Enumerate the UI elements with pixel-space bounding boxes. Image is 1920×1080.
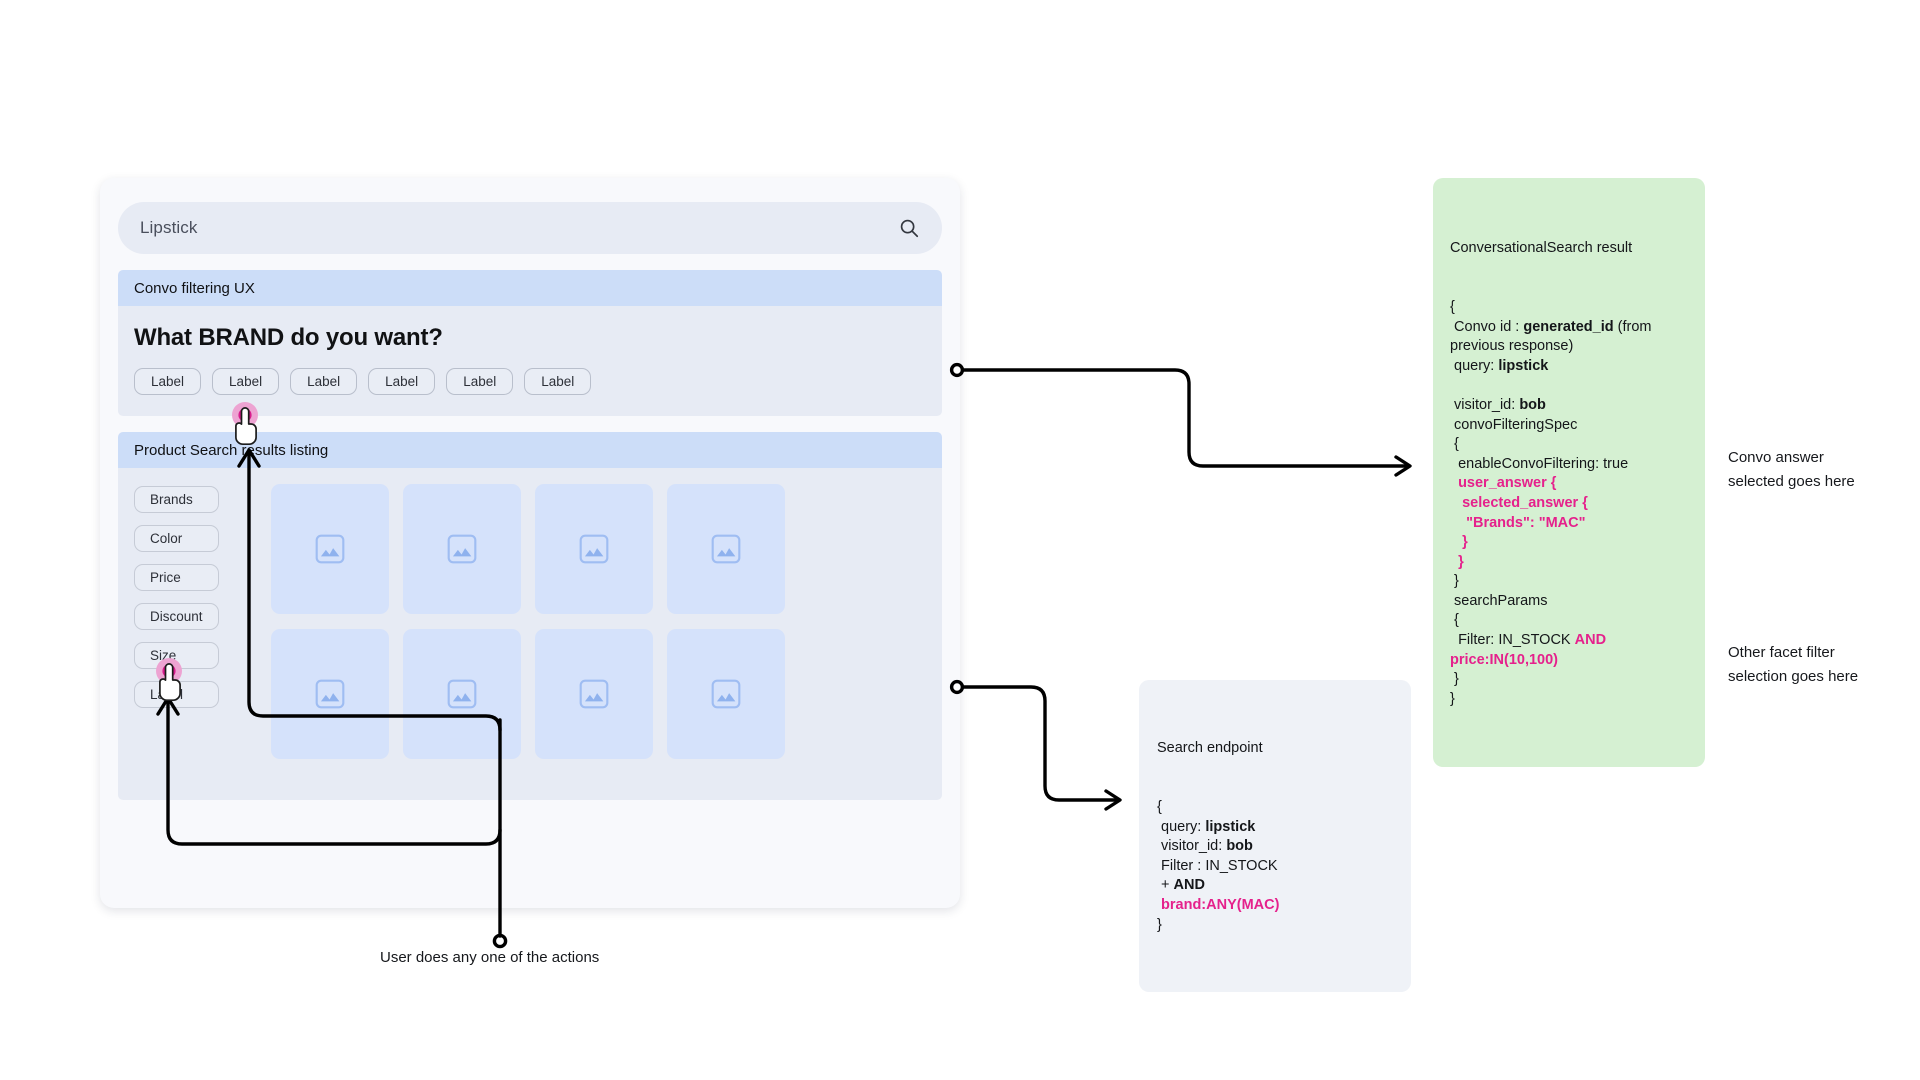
code-line: } xyxy=(1450,671,1459,688)
code-line: { xyxy=(1450,298,1455,315)
facet-size[interactable]: Size xyxy=(134,642,219,669)
product-card[interactable] xyxy=(667,484,785,614)
image-placeholder-icon xyxy=(445,532,479,566)
note-convo-answer: Convo answer selected goes here xyxy=(1728,449,1855,490)
brand-chip[interactable]: Label xyxy=(524,368,592,395)
brand-chip[interactable]: Label xyxy=(212,368,280,395)
code-line: searchParams xyxy=(1450,592,1548,609)
cursor-pointer-price-facet xyxy=(152,658,196,714)
image-placeholder-icon xyxy=(577,532,611,566)
caption-user-actions: User does any one of the actions xyxy=(380,949,600,966)
image-placeholder-icon xyxy=(313,532,347,566)
image-placeholder-icon xyxy=(445,677,479,711)
product-results-panel: Product Search results listing Brands Co… xyxy=(118,432,942,800)
code-line: Convo id : generated_id (from previous r… xyxy=(1450,318,1656,355)
code-line: brand:ANY(MAC) xyxy=(1157,896,1280,913)
image-placeholder-icon xyxy=(709,532,743,566)
search-endpoint-title: Search endpoint xyxy=(1157,740,1263,757)
code-line: selected_answer { xyxy=(1450,494,1588,511)
code-line: Filter: IN_STOCK AND price:IN(10,100) xyxy=(1450,632,1611,668)
code-line: } xyxy=(1450,573,1459,590)
search-bar[interactable]: Lipstick xyxy=(118,202,942,254)
code-line: { xyxy=(1450,436,1459,453)
code-line: } xyxy=(1157,916,1162,933)
code-line: { xyxy=(1157,798,1162,815)
product-card[interactable] xyxy=(271,629,389,759)
arrowhead-product-to-endpoint xyxy=(1104,789,1122,811)
code-line: convoFilteringSpec xyxy=(1450,416,1578,433)
product-panel-body: Brands Color Price Discount Size Label xyxy=(118,468,942,800)
product-grid xyxy=(271,484,785,759)
code-line: "Brands": "MAC" xyxy=(1450,514,1586,531)
product-card[interactable] xyxy=(535,484,653,614)
cursor-pointer-brand-chip xyxy=(228,402,272,458)
image-placeholder-icon xyxy=(709,677,743,711)
arrowhead-convo-to-result xyxy=(1394,455,1412,477)
product-card[interactable] xyxy=(403,484,521,614)
code-line: query: lipstick xyxy=(1157,818,1256,835)
code-line: visitor_id: bob xyxy=(1450,396,1546,413)
product-card[interactable] xyxy=(535,629,653,759)
image-placeholder-icon xyxy=(313,677,347,711)
search-icon[interactable] xyxy=(898,217,920,239)
brand-chip[interactable]: Label xyxy=(290,368,358,395)
code-line: visitor_id: bob xyxy=(1157,838,1253,855)
facet-discount[interactable]: Discount xyxy=(134,603,219,630)
code-line: { xyxy=(1450,612,1459,629)
code-line: query: lipstick xyxy=(1450,357,1549,374)
convo-panel-body: What BRAND do you want? Label Label Labe… xyxy=(118,306,942,416)
code-line: user_answer { xyxy=(1450,475,1557,492)
search-input[interactable]: Lipstick xyxy=(140,218,198,237)
wire-product-to-endpoint xyxy=(960,685,1120,802)
conversational-search-result-block: ConversationalSearch result { Convo id :… xyxy=(1433,178,1705,767)
wire-origin-dot-actions xyxy=(492,933,508,949)
wire-convo-to-result xyxy=(960,368,1410,468)
code-line: Filter : IN_STOCK xyxy=(1157,857,1278,874)
brand-chip[interactable]: Label xyxy=(134,368,202,395)
product-card[interactable] xyxy=(403,629,521,759)
code-line: enableConvoFiltering: true xyxy=(1450,455,1629,472)
brand-question: What BRAND do you want? xyxy=(134,324,443,351)
product-card[interactable] xyxy=(667,629,785,759)
facet-price[interactable]: Price xyxy=(134,564,219,591)
facet-color[interactable]: Color xyxy=(134,525,219,552)
code-line xyxy=(1450,376,1689,396)
search-endpoint-block: Search endpoint { query: lipstick visito… xyxy=(1139,680,1411,993)
app-mock-card: Lipstick Convo filtering UX What BRAND d… xyxy=(100,178,960,908)
code-line: } xyxy=(1450,553,1464,570)
code-line: } xyxy=(1450,534,1468,551)
convo-panel-title: Convo filtering UX xyxy=(118,270,942,306)
product-card[interactable] xyxy=(271,484,389,614)
brand-chip[interactable]: Label xyxy=(368,368,436,395)
convo-filtering-panel: Convo filtering UX What BRAND do you wan… xyxy=(118,270,942,416)
convo-result-body: { Convo id : generated_id (from previous… xyxy=(1450,298,1689,709)
facet-brands[interactable]: Brands xyxy=(134,486,219,513)
note-facet-filter: Other facet filter selection goes here xyxy=(1728,644,1859,685)
search-endpoint-body: { query: lipstick visitor_id: bob Filter… xyxy=(1157,798,1395,935)
code-line: } xyxy=(1450,690,1455,707)
brand-chip-row: Label Label Label Label Label Label xyxy=(134,368,592,395)
image-placeholder-icon xyxy=(577,677,611,711)
convo-result-title: ConversationalSearch result xyxy=(1450,240,1633,257)
code-line: + AND xyxy=(1157,877,1205,894)
brand-chip[interactable]: Label xyxy=(446,368,514,395)
